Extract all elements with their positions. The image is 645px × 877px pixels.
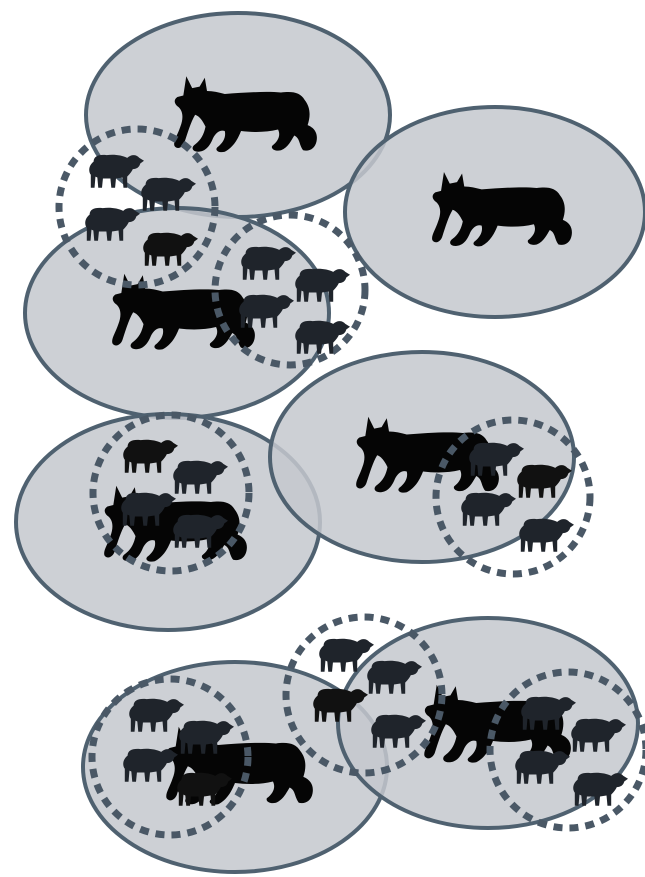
sheep-icon bbox=[519, 519, 574, 552]
